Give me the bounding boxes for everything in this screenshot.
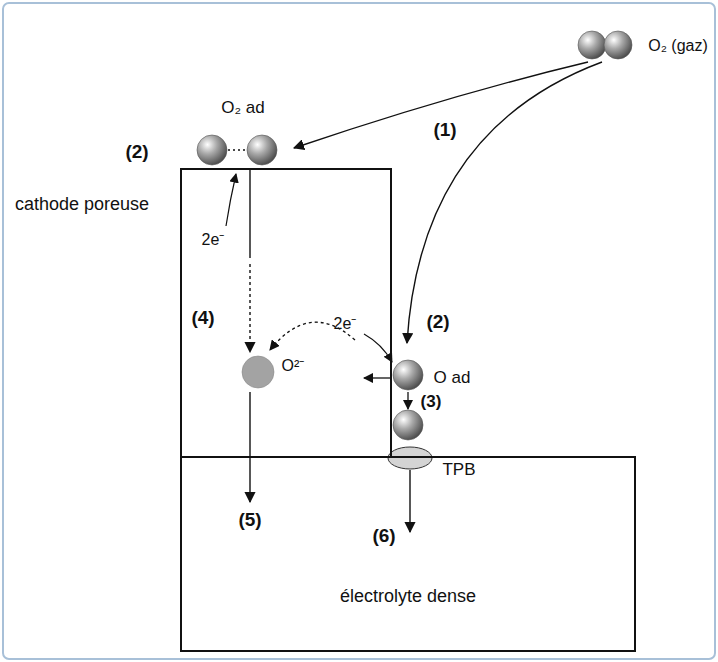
adsorption-arrow bbox=[407, 62, 602, 343]
incorporation-arrow bbox=[364, 377, 391, 378]
node-label: électrolyte dense bbox=[182, 586, 634, 608]
callout-number: (1) bbox=[433, 120, 456, 141]
oxygen-atom bbox=[604, 31, 632, 59]
species-label: O ad bbox=[434, 369, 471, 388]
callout-number: (5) bbox=[238, 510, 261, 531]
electron-arrow bbox=[364, 334, 392, 362]
diffusion-arrow bbox=[249, 264, 250, 352]
node-label: cathode poreuse bbox=[10, 194, 154, 216]
electron-label: 2e⁻ bbox=[334, 315, 357, 333]
tpb-ellipse bbox=[388, 447, 432, 469]
bond-line bbox=[228, 149, 246, 150]
adsorption-arrow bbox=[294, 62, 588, 148]
oxygen-atom bbox=[578, 31, 606, 59]
ion-transfer-arrow bbox=[249, 392, 250, 502]
oxygen-atom bbox=[197, 135, 227, 165]
surface-diffusion-arrow bbox=[407, 392, 408, 409]
electron-label: 2e⁻ bbox=[202, 231, 225, 249]
oxygen-atom bbox=[393, 410, 423, 440]
oxygen-atom bbox=[247, 135, 277, 165]
oxide-ion bbox=[242, 356, 274, 388]
species-label: O₂ ad bbox=[221, 99, 264, 118]
species-label: O²⁻ bbox=[282, 357, 305, 375]
frame bbox=[3, 3, 715, 659]
species-label: O₂ (gaz) bbox=[648, 37, 708, 55]
oxygen-atom bbox=[393, 360, 423, 390]
reduction-arrow bbox=[249, 170, 250, 258]
ion-transfer-arrow bbox=[409, 470, 410, 532]
callout-number: (4) bbox=[191, 308, 214, 329]
callout-number: (3) bbox=[421, 393, 442, 412]
callout-number: (2) bbox=[125, 142, 148, 163]
tpb-label: TPB bbox=[442, 461, 475, 480]
callout-number: (6) bbox=[372, 526, 395, 547]
electrolyte-box: électrolyte dense bbox=[180, 456, 636, 652]
callout-number: (2) bbox=[426, 312, 449, 333]
electron-arrow bbox=[226, 174, 236, 226]
